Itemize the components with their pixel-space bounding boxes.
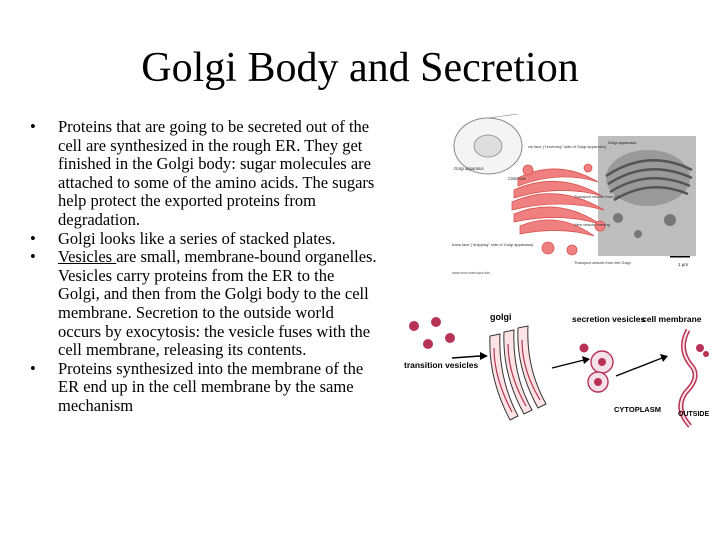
label-trans-face: trans face ("shipping" side of Golgi app… (452, 242, 534, 247)
label-cytoplasm: CYTOPLASM (614, 405, 661, 414)
electron-micrograph (598, 136, 696, 258)
bullet-item: • Golgi looks like a series of stacked pl… (30, 228, 380, 249)
bullet-item: • Proteins synthesized into the membrane … (30, 358, 380, 416)
arrow-head (582, 356, 590, 364)
label-transition-vesicles: transition vesicles (404, 360, 478, 370)
secretion-pathway-figure: transition vesicles golgi secretion vesi… (404, 312, 709, 428)
label-outside: OUTSIDE (678, 411, 709, 418)
label-golgi: golgi (490, 312, 512, 322)
bullet-item: • Proteins that are going to be secreted … (30, 117, 380, 230)
label-transport-vesicle-from-er: Transport vesicle from ER (574, 194, 620, 199)
arrow (615, 357, 663, 377)
label-cis-face: cis face ("receiving" side of Golgi appa… (528, 144, 607, 149)
golgi-drawing (489, 325, 547, 421)
svg-text:Golgi apparatus: Golgi apparatus (454, 166, 484, 171)
label-golgi-apparatus: Golgi apparatus (454, 166, 484, 171)
label-new-vesicle-forming: New vesicle forming (574, 222, 610, 227)
golgi-apparatus-figure: Golgi apparatus Cisternae cis face ("rec… (452, 113, 696, 275)
arrow (451, 355, 481, 359)
credit-text: www.emc.maricopa.edu (452, 271, 490, 275)
slide-title: Golgi Body and Secretion (141, 45, 579, 91)
transition-vesicles-drawing (409, 317, 455, 349)
label-golgi-apparatus-em: Golgi apparatus (608, 140, 636, 145)
bullet-list: • Proteins that are going to be secreted … (30, 117, 380, 416)
bullet-item: • Vesicles are small, membrane-bound orga… (30, 247, 380, 360)
label-transport-vesicle-from-golgi: Transport vesicle from the Golgi (574, 260, 631, 265)
bullet-text: Proteins synthesized into the membrane o… (58, 358, 364, 415)
arrow-head (660, 354, 668, 362)
golgi-stack-drawing (511, 163, 606, 256)
secretion-vesicles-drawing (579, 343, 614, 393)
bullet-text: are small, membrane-bound organelles. Ve… (58, 247, 377, 360)
label-cisternae: Cisternae (508, 176, 527, 181)
arrow (551, 359, 585, 369)
bullet-dot: • (30, 358, 36, 378)
bullet-text: Proteins that are going to be secreted o… (58, 117, 375, 229)
bullet-dot: • (30, 117, 36, 136)
label-scale: 1 µm (678, 262, 688, 267)
arrow-head (480, 352, 488, 360)
vesicles-term: Vesicles (58, 247, 117, 267)
label-cell-membrane: cell membrane (642, 314, 702, 324)
bullet-dot: • (30, 228, 36, 248)
cell-membrane-drawing (678, 328, 709, 428)
bullet-dot: • (30, 247, 36, 267)
bullet-text: Golgi looks like a series of stacked pla… (58, 228, 336, 248)
label-secretion-vesicles: secretion vesicles (572, 314, 646, 324)
